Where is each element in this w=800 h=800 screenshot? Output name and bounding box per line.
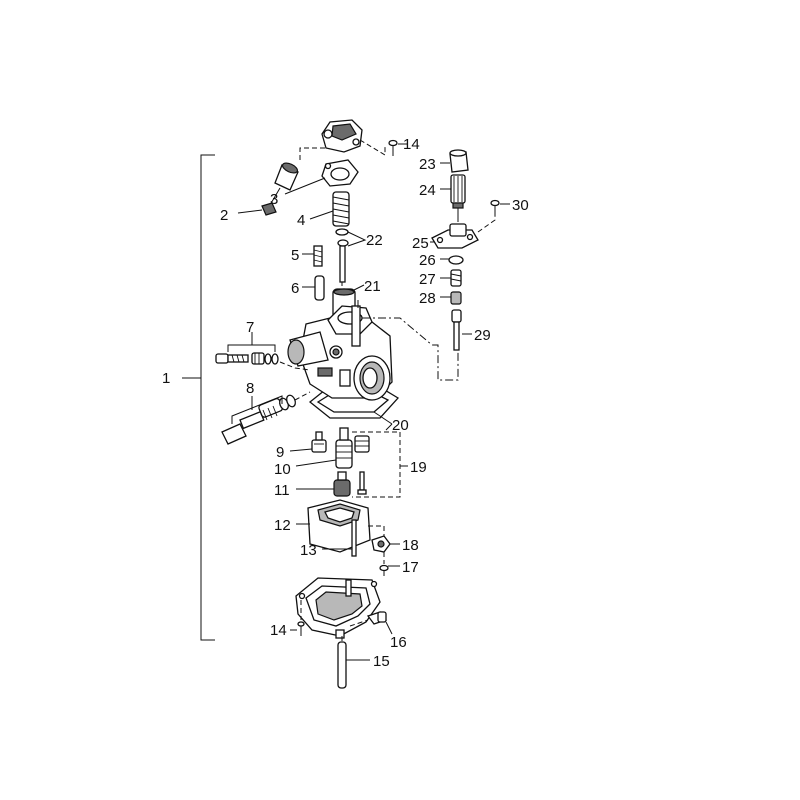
callout-6: 6 [291, 280, 299, 297]
callout-14-bottom: 14 [270, 622, 287, 639]
callout-7: 7 [246, 319, 254, 336]
callout-4: 4 [297, 212, 305, 229]
callout-15: 15 [373, 653, 390, 670]
choke-spring-27 [450, 269, 462, 287]
callout-13: 13 [300, 542, 317, 559]
screw-17 [379, 564, 389, 576]
callout-11: 11 [274, 482, 290, 499]
callout-29: 29 [474, 327, 491, 344]
callout-26: 26 [419, 252, 436, 269]
gasket-3 [321, 159, 359, 187]
callout-19: 19 [410, 459, 427, 476]
callout-21: 21 [364, 278, 381, 295]
drain-screw-16 [366, 611, 388, 625]
callout-8: 8 [246, 380, 254, 397]
throttle-spring [332, 191, 350, 227]
float-pin-13 [351, 519, 357, 557]
tube-6 [314, 275, 325, 301]
callout-27: 27 [419, 271, 436, 288]
callout-30: 30 [512, 197, 529, 214]
callout-14-top: 14 [403, 136, 420, 153]
main-jet-9 [311, 431, 327, 453]
choke-nut-24 [450, 174, 466, 209]
assembly-bracket [182, 154, 215, 641]
needle-jet-10 [335, 427, 353, 469]
callout-20: 20 [392, 417, 409, 434]
callout-12: 12 [274, 517, 291, 534]
top-cover [321, 119, 363, 153]
float-bracket-18 [371, 535, 391, 553]
callout-23: 23 [419, 156, 436, 173]
jet-11 [333, 471, 351, 497]
choke-washer-28 [450, 291, 462, 305]
callout-28: 28 [419, 290, 436, 307]
callout-1: 1 [162, 370, 170, 387]
screw-14-top [388, 139, 398, 156]
callout-18: 18 [402, 537, 419, 554]
carburetor-body [287, 305, 400, 419]
callout-25: 25 [412, 235, 429, 252]
callout-10: 10 [274, 461, 291, 478]
callout-16: 16 [390, 634, 407, 651]
callout-22: 22 [366, 232, 383, 249]
jet-needle-clip [335, 228, 349, 286]
cable-adjuster [261, 162, 299, 216]
choke-cap-23 [449, 149, 469, 173]
idle-screw-assembly [215, 352, 279, 365]
callout-9: 9 [276, 444, 284, 461]
callout-17: 17 [402, 559, 419, 576]
mixture-screw-assembly [221, 394, 296, 445]
pilot-jet [313, 245, 323, 267]
callout-3: 3 [270, 191, 278, 208]
o-ring-26 [448, 255, 464, 265]
screw-30 [490, 199, 500, 214]
callout-24: 24 [419, 182, 436, 199]
float-12 [307, 499, 371, 553]
callout-5: 5 [291, 247, 299, 264]
drain-tube-15 [337, 641, 347, 689]
callout-2: 2 [220, 207, 228, 224]
choke-cover-25 [431, 223, 479, 249]
choke-plunger-29 [451, 309, 462, 351]
float-bowl [295, 577, 381, 639]
screw-14-bottom [297, 621, 305, 636]
float-valve-19 [354, 435, 370, 495]
